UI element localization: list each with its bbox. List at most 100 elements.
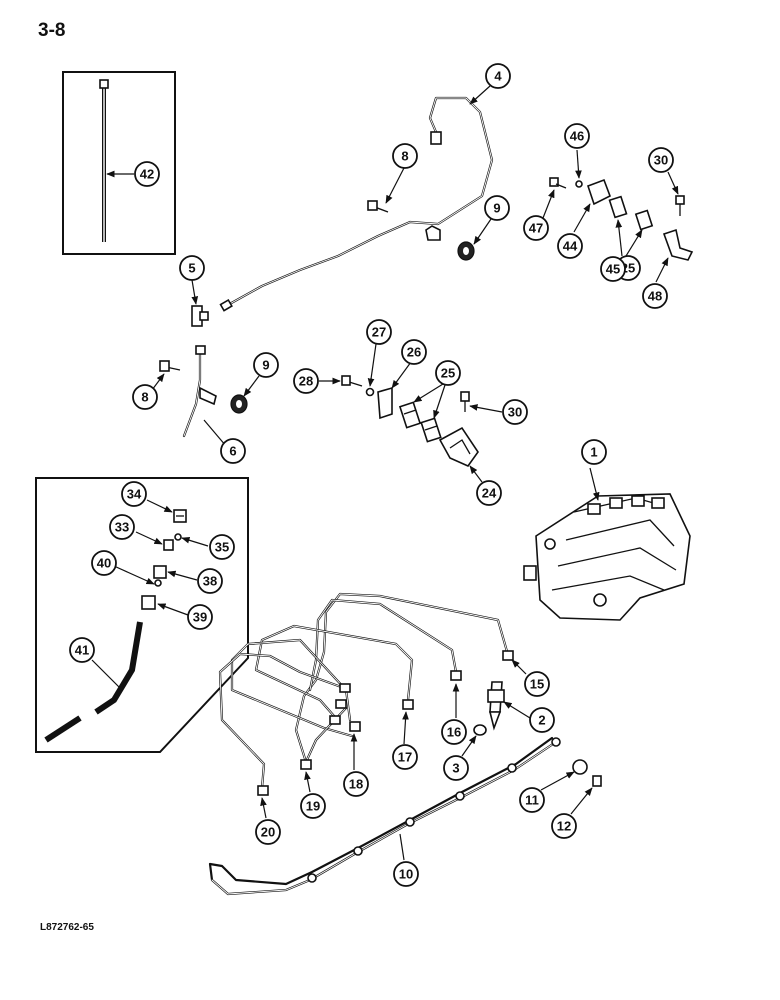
callout-26: 26 <box>401 339 427 365</box>
inset-frame-left <box>35 477 249 753</box>
callout-41: 41 <box>69 637 95 663</box>
callout-42: 42 <box>134 161 160 187</box>
injector-pipe-set <box>218 592 514 796</box>
callout-9-upper-label: 9 <box>493 201 500 216</box>
callout-9-upper: 9 <box>484 195 510 221</box>
callout-17: 17 <box>392 744 418 770</box>
part-46-washer <box>575 180 583 188</box>
callout-11-label: 11 <box>525 793 539 808</box>
callout-24-label: 24 <box>482 486 497 501</box>
callout-45: 45 <box>600 256 626 282</box>
part-8-bolt-lower <box>159 360 181 372</box>
callout-12-label: 12 <box>557 819 571 834</box>
callout-27-label: 27 <box>372 325 386 340</box>
part-42-tube <box>99 79 109 242</box>
callout-28: 28 <box>293 368 319 394</box>
callout-17-label: 17 <box>398 750 412 765</box>
callout-8-lower-label: 8 <box>141 390 148 405</box>
callout-19-label: 19 <box>306 799 320 814</box>
part-30-bolt-upper <box>675 195 685 216</box>
leader-lines <box>91 85 679 861</box>
callout-46: 46 <box>564 123 590 149</box>
callout-48-label: 48 <box>648 289 662 304</box>
part-28-bolt <box>341 375 363 387</box>
callout-1: 1 <box>581 439 607 465</box>
part-45-clamp-blocks <box>608 195 654 231</box>
callout-6-label: 6 <box>229 444 236 459</box>
part-8-bolt-upper <box>367 200 389 213</box>
callout-8-lower: 8 <box>132 384 158 410</box>
callout-33-label: 33 <box>115 520 129 535</box>
callout-30-upper: 30 <box>648 147 674 173</box>
page-number: 3-8 <box>38 20 66 41</box>
callout-39: 39 <box>187 604 213 630</box>
callout-8-upper: 8 <box>392 143 418 169</box>
callout-24: 24 <box>476 480 502 506</box>
callout-30-upper-label: 30 <box>654 153 668 168</box>
part-12-screw <box>592 775 602 787</box>
part-4-leak-off-pipe <box>219 96 494 312</box>
figure-id: L872762-65 <box>40 922 94 933</box>
part-30-bolt-mid <box>460 391 470 412</box>
callout-3: 3 <box>443 755 469 781</box>
callout-40-label: 40 <box>97 556 111 571</box>
callout-4-label: 4 <box>494 69 502 84</box>
part-25-clamp-blocks <box>398 401 442 443</box>
part-9-washer-upper <box>457 241 475 261</box>
callout-39-label: 39 <box>193 610 207 625</box>
callout-9-lower-label: 9 <box>262 358 269 373</box>
callout-46-label: 46 <box>570 129 584 144</box>
callout-18: 18 <box>343 771 369 797</box>
callout-1-label: 1 <box>590 445 597 460</box>
callout-20: 20 <box>255 819 281 845</box>
part-11-nut <box>572 759 588 775</box>
callout-35: 35 <box>209 534 235 560</box>
callout-8-upper-label: 8 <box>401 149 408 164</box>
callout-44: 44 <box>557 233 583 259</box>
callout-10: 10 <box>393 861 419 887</box>
callout-34-label: 34 <box>127 487 142 502</box>
part-39-nut <box>141 595 156 610</box>
callout-3-label: 3 <box>452 761 459 776</box>
callout-44-label: 44 <box>563 239 578 254</box>
callout-5-label: 5 <box>188 261 195 276</box>
part-6-return-pipe <box>182 345 217 438</box>
callout-45-label: 45 <box>606 262 620 277</box>
part-33-sleeve <box>163 539 174 551</box>
callout-48: 48 <box>642 283 668 309</box>
callout-16: 16 <box>441 719 467 745</box>
callout-15: 15 <box>524 671 550 697</box>
part-47-bolt <box>549 177 567 189</box>
callout-26-label: 26 <box>407 345 421 360</box>
callout-38-label: 38 <box>203 574 217 589</box>
part-1-injection-pump <box>523 493 691 621</box>
callout-5: 5 <box>179 255 205 281</box>
part-5-banjo-fitting <box>191 305 209 327</box>
part-2-injector <box>487 681 505 731</box>
callout-15-label: 15 <box>530 677 544 692</box>
callout-25-a-label: 25 <box>441 366 455 381</box>
callout-30-lower-label: 30 <box>508 405 522 420</box>
part-44-clamp <box>586 178 612 206</box>
callout-47-label: 47 <box>529 221 543 236</box>
callout-28-label: 28 <box>299 374 313 389</box>
part-34-nut <box>173 509 187 523</box>
part-38-nut <box>153 565 167 579</box>
part-35-olive <box>174 533 182 541</box>
callout-2: 2 <box>529 707 555 733</box>
part-9-washer-lower <box>230 394 248 414</box>
callout-30-lower: 30 <box>502 399 528 425</box>
callout-12: 12 <box>551 813 577 839</box>
callout-9-lower: 9 <box>253 352 279 378</box>
inset-frame-top <box>62 71 176 255</box>
callout-35-label: 35 <box>215 540 229 555</box>
callout-25-a: 25 <box>435 360 461 386</box>
callout-6: 6 <box>220 438 246 464</box>
part-24-bracket <box>438 426 479 467</box>
callout-4: 4 <box>485 63 511 89</box>
part-10-leak-off-pipe <box>208 736 561 896</box>
callout-33: 33 <box>109 514 135 540</box>
callout-34: 34 <box>121 481 147 507</box>
callout-10-label: 10 <box>399 867 413 882</box>
